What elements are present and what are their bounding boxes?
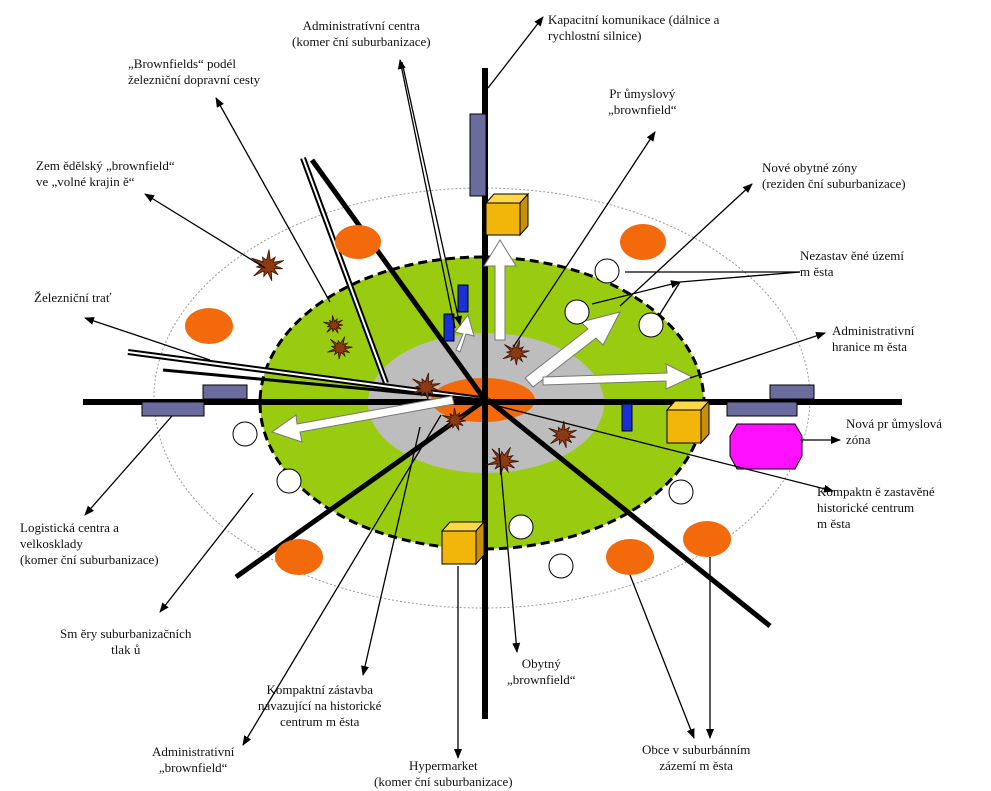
label-railway: Železniční trať [34, 290, 112, 305]
label-residential-brownfield: Obytný „brownfield“ [507, 656, 576, 687]
industrial-brownfield-star [502, 340, 530, 366]
new-industrial-zone [729, 423, 803, 470]
label-hypermarket: Hypermarket (komer ční suburbanizace) [374, 758, 513, 789]
label-admin-brownfield: Administrativní „brownfield“ [152, 744, 235, 775]
residential-brownfield-star-2 [548, 420, 577, 448]
label-admin-boundary: Administrativní hranice m ěsta [832, 323, 915, 354]
label-undeveloped-area: Nezastav ěné území m ěsta [800, 248, 904, 279]
label-railway-brownfields: „Brownfields“ podél železniční dopravní … [128, 56, 261, 87]
admin-brownfield-star-2 [442, 407, 467, 431]
admin-brownfield-star-1 [412, 372, 441, 401]
cube-hypermarket [440, 520, 486, 566]
cube-industrial-bf [484, 192, 530, 237]
label-new-residential: Nové obytné zóny (reziden ční suburbaniz… [762, 160, 906, 191]
label-capacity-roads: Kapacitní komunikace (dálnice a rychlost… [548, 12, 720, 43]
road-bars [141, 113, 815, 417]
agricultural-brownfield-star [251, 249, 284, 281]
label-agricultural-brownfield: Zem ědělský „brownfield“ ve „volné kraji… [36, 158, 175, 189]
undeveloped-areas [232, 258, 694, 579]
label-historic-center: Kompaktn ě zastavěné historické centrum … [817, 484, 935, 531]
brownfield-stars [251, 249, 577, 476]
railway-brownfield-star-1 [323, 315, 344, 334]
label-compact-development: Kompaktní zástavba navazující na histori… [258, 682, 382, 729]
villages [185, 224, 731, 575]
railway-brownfield-star-2 [327, 336, 353, 360]
suburbanization-arrows [270, 239, 694, 443]
cube-new-industrial [665, 399, 711, 445]
label-logistics-centers: Logistická centra a velkosklady (komer č… [20, 520, 159, 567]
admin-blocks [443, 284, 633, 432]
label-new-industrial-zone: Nová pr ůmyslová zóna [846, 416, 943, 447]
label-industrial-brownfield: Pr ůmyslový „brownfield“ [608, 86, 677, 117]
pointer-arrows [84, 16, 841, 759]
label-admin-centers: Administratívní centra (komer ční suburb… [292, 18, 431, 49]
cubes [440, 192, 711, 566]
label-suburbanization-directions: Sm ěry suburbanizačních tlak ů [60, 626, 192, 657]
label-suburban-villages: Obce v suburbánním zázemí m ěsta [642, 742, 751, 773]
